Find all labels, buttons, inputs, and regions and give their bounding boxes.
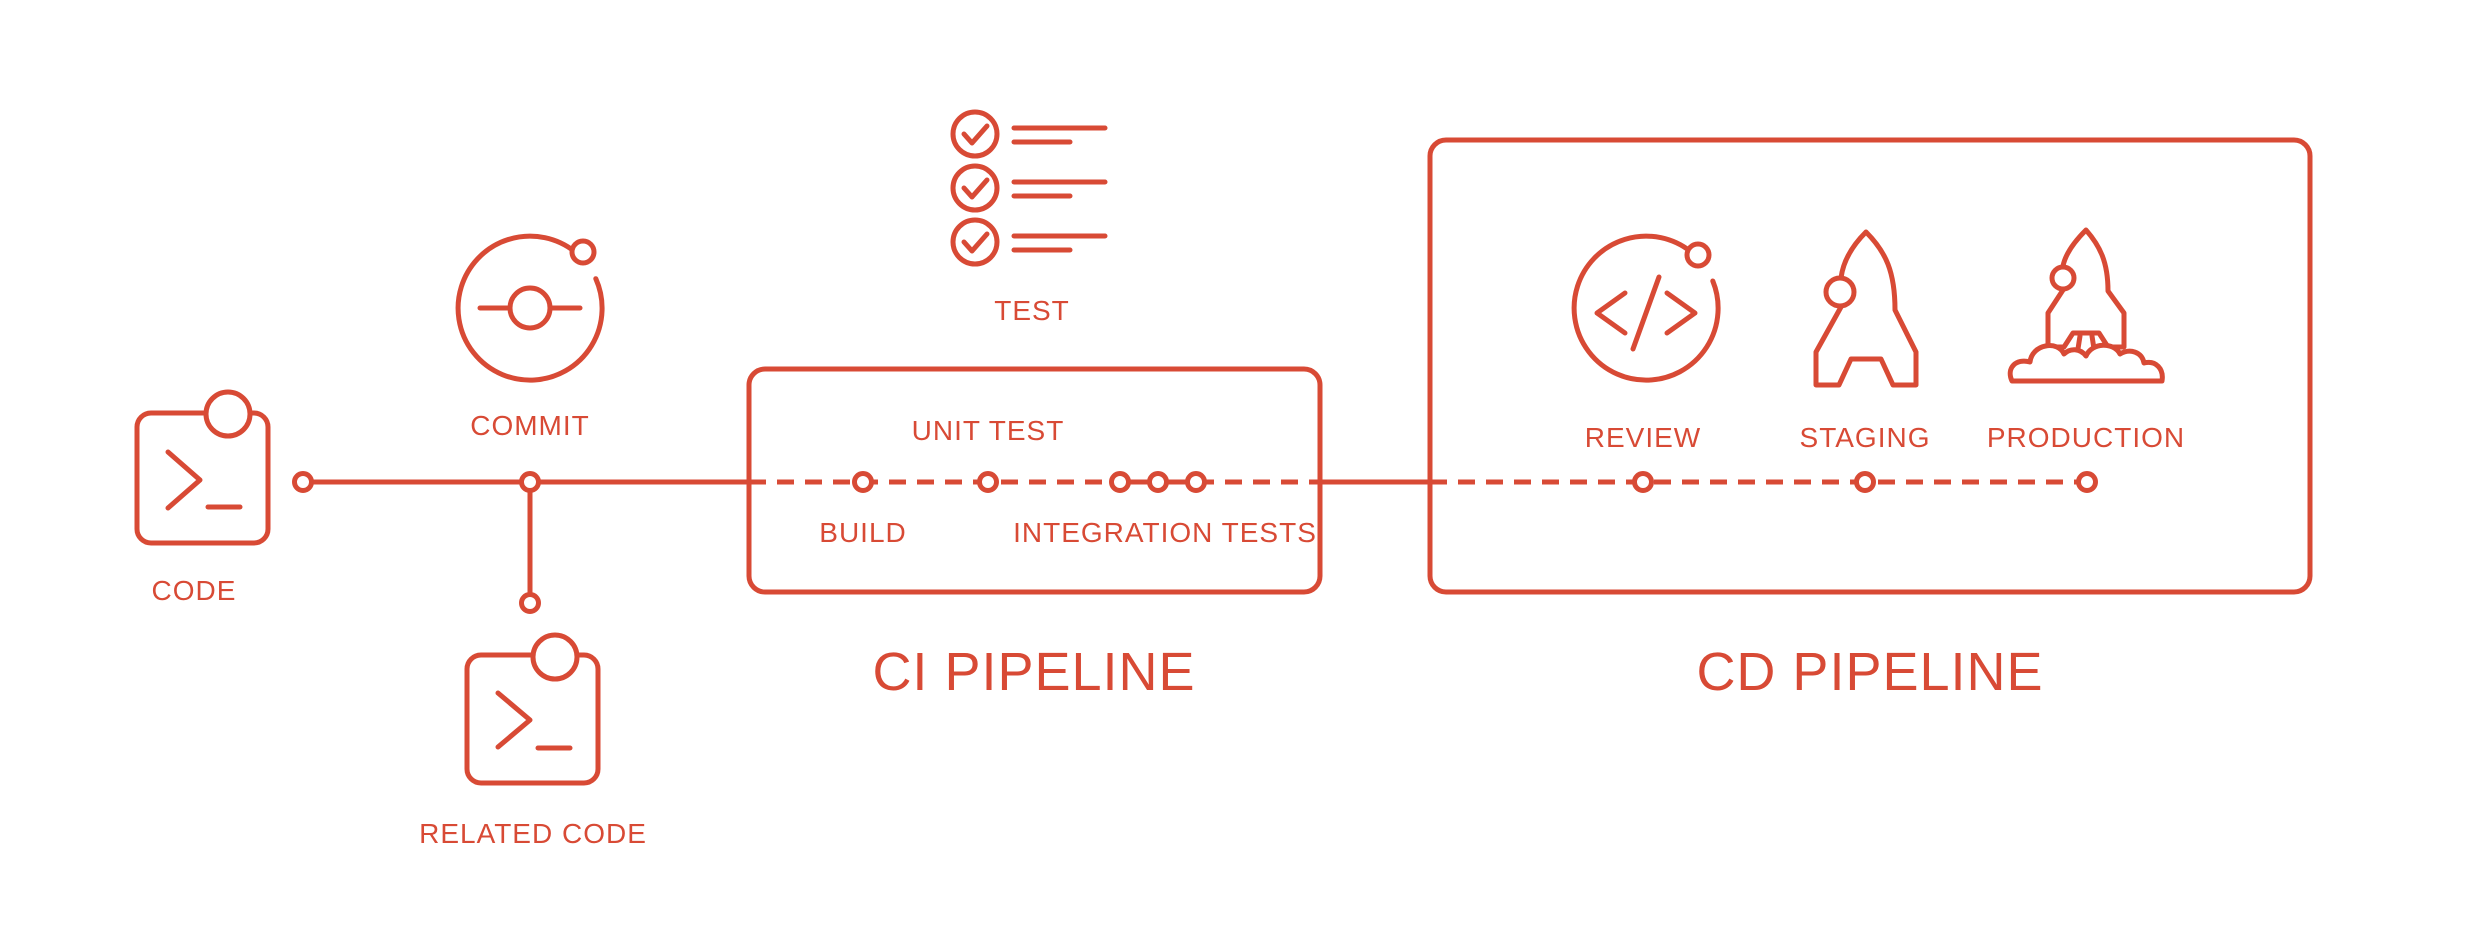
prompt-chevron xyxy=(165,449,203,511)
label-review: REVIEW xyxy=(1585,422,1701,453)
node-build xyxy=(852,471,874,493)
rocket-window xyxy=(1823,275,1857,309)
label-code: CODE xyxy=(152,575,237,606)
ci-pipeline-title: CI PIPELINE xyxy=(872,642,1195,702)
check-circle xyxy=(950,217,1000,267)
commit-node-circle xyxy=(507,285,553,331)
node-integration-3 xyxy=(1185,471,1207,493)
code-review-icon xyxy=(1571,233,1721,383)
node-commit xyxy=(519,471,541,493)
label-staging: STAGING xyxy=(1800,422,1931,453)
terminal-window xyxy=(134,410,271,546)
label-unit-test: UNIT TEST xyxy=(912,415,1065,446)
label-related-code: RELATED CODE xyxy=(419,818,647,849)
checklist-row-1 xyxy=(950,109,1108,159)
check-circle xyxy=(950,109,1000,159)
node-integration-2 xyxy=(1147,471,1169,493)
test-checklist-icon xyxy=(950,109,1108,267)
checklist-row-2 xyxy=(950,163,1108,213)
prompt-chevron xyxy=(495,690,533,750)
check-mark xyxy=(961,177,990,200)
commit-icon xyxy=(455,233,605,383)
related-code-terminal-icon xyxy=(464,632,601,786)
label-test: TEST xyxy=(994,295,1070,326)
label-commit: COMMIT xyxy=(470,410,590,441)
pin-circle xyxy=(530,632,580,682)
check-mark xyxy=(961,123,990,146)
label-integration-tests: INTEGRATION TESTS xyxy=(1013,517,1317,548)
node-production xyxy=(2076,471,2098,493)
label-production: PRODUCTION xyxy=(1987,422,2185,453)
node-staging xyxy=(1854,471,1876,493)
node-unit-test xyxy=(977,471,999,493)
node-branch xyxy=(519,592,541,614)
node-start xyxy=(292,471,314,493)
cd-pipeline-box xyxy=(1427,137,2313,595)
orbit-satellite-circle xyxy=(569,238,597,266)
ci-pipeline-box xyxy=(746,366,1323,595)
pipeline-nodes xyxy=(292,471,2098,614)
cd-pipeline-title: CD PIPELINE xyxy=(1696,642,2043,702)
review-orbit-arc xyxy=(1571,233,1721,383)
code-bracket-left xyxy=(1594,290,1628,336)
smoke-cloud xyxy=(2007,342,2165,384)
rocket-icon-staging xyxy=(1813,229,1919,388)
rocket-window xyxy=(2049,264,2077,292)
orbit-satellite-circle xyxy=(1684,241,1712,269)
rocket-launch-icon-production xyxy=(2007,227,2165,384)
rocket-body xyxy=(2045,227,2127,350)
terminal-window xyxy=(464,652,601,786)
code-slash xyxy=(1630,274,1662,352)
node-review xyxy=(1632,471,1654,493)
node-integration-1 xyxy=(1109,471,1131,493)
commit-orbit-arc xyxy=(455,233,605,383)
check-circle xyxy=(950,163,1000,213)
checklist-row-3 xyxy=(950,217,1108,267)
code-terminal-icon xyxy=(134,389,271,546)
pin-circle xyxy=(203,389,253,439)
code-bracket-right xyxy=(1664,290,1698,336)
check-mark xyxy=(961,231,990,254)
rocket-body xyxy=(1813,229,1919,388)
label-build: BUILD xyxy=(819,517,906,548)
